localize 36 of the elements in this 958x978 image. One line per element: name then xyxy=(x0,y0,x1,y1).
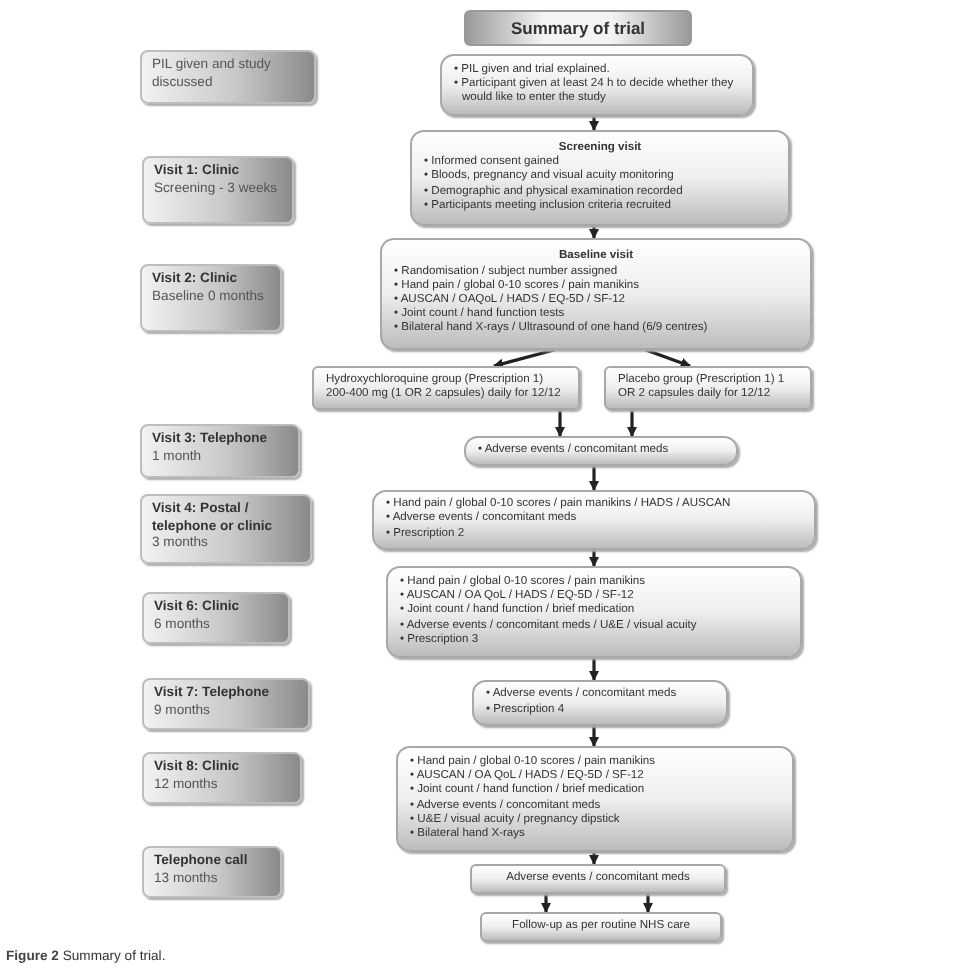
arrow xyxy=(588,852,600,865)
visit-label-box xyxy=(142,592,290,644)
process-box xyxy=(372,490,816,550)
arrow xyxy=(645,348,691,368)
process-box xyxy=(386,566,802,658)
process-box xyxy=(464,436,738,466)
title-box xyxy=(464,10,692,46)
arrow xyxy=(540,894,552,913)
process-box xyxy=(472,680,728,726)
process-box xyxy=(470,864,726,894)
visit-label-box xyxy=(142,752,302,804)
visit-label-box xyxy=(140,424,300,478)
visit-label-box xyxy=(140,494,312,564)
process-box xyxy=(312,366,580,410)
arrow xyxy=(588,466,600,491)
title-text: Summary of trial xyxy=(510,18,646,38)
process-box xyxy=(604,366,812,410)
process-box xyxy=(440,54,754,116)
arrow xyxy=(588,726,600,747)
process-box xyxy=(480,912,722,942)
arrow xyxy=(642,894,654,913)
visit-label-box xyxy=(142,156,294,224)
visit-label-box xyxy=(142,678,310,730)
arrow xyxy=(588,226,600,239)
process-box xyxy=(380,238,812,350)
arrow xyxy=(588,658,600,681)
arrow xyxy=(588,116,600,131)
visit-label-box xyxy=(140,264,282,332)
arrow xyxy=(588,550,600,567)
visit-label-box xyxy=(140,50,316,104)
arrow xyxy=(554,410,566,437)
visit-label-box xyxy=(142,846,282,898)
arrow xyxy=(493,348,555,369)
process-box xyxy=(410,130,790,226)
process-box xyxy=(396,746,794,852)
arrow xyxy=(626,410,638,437)
